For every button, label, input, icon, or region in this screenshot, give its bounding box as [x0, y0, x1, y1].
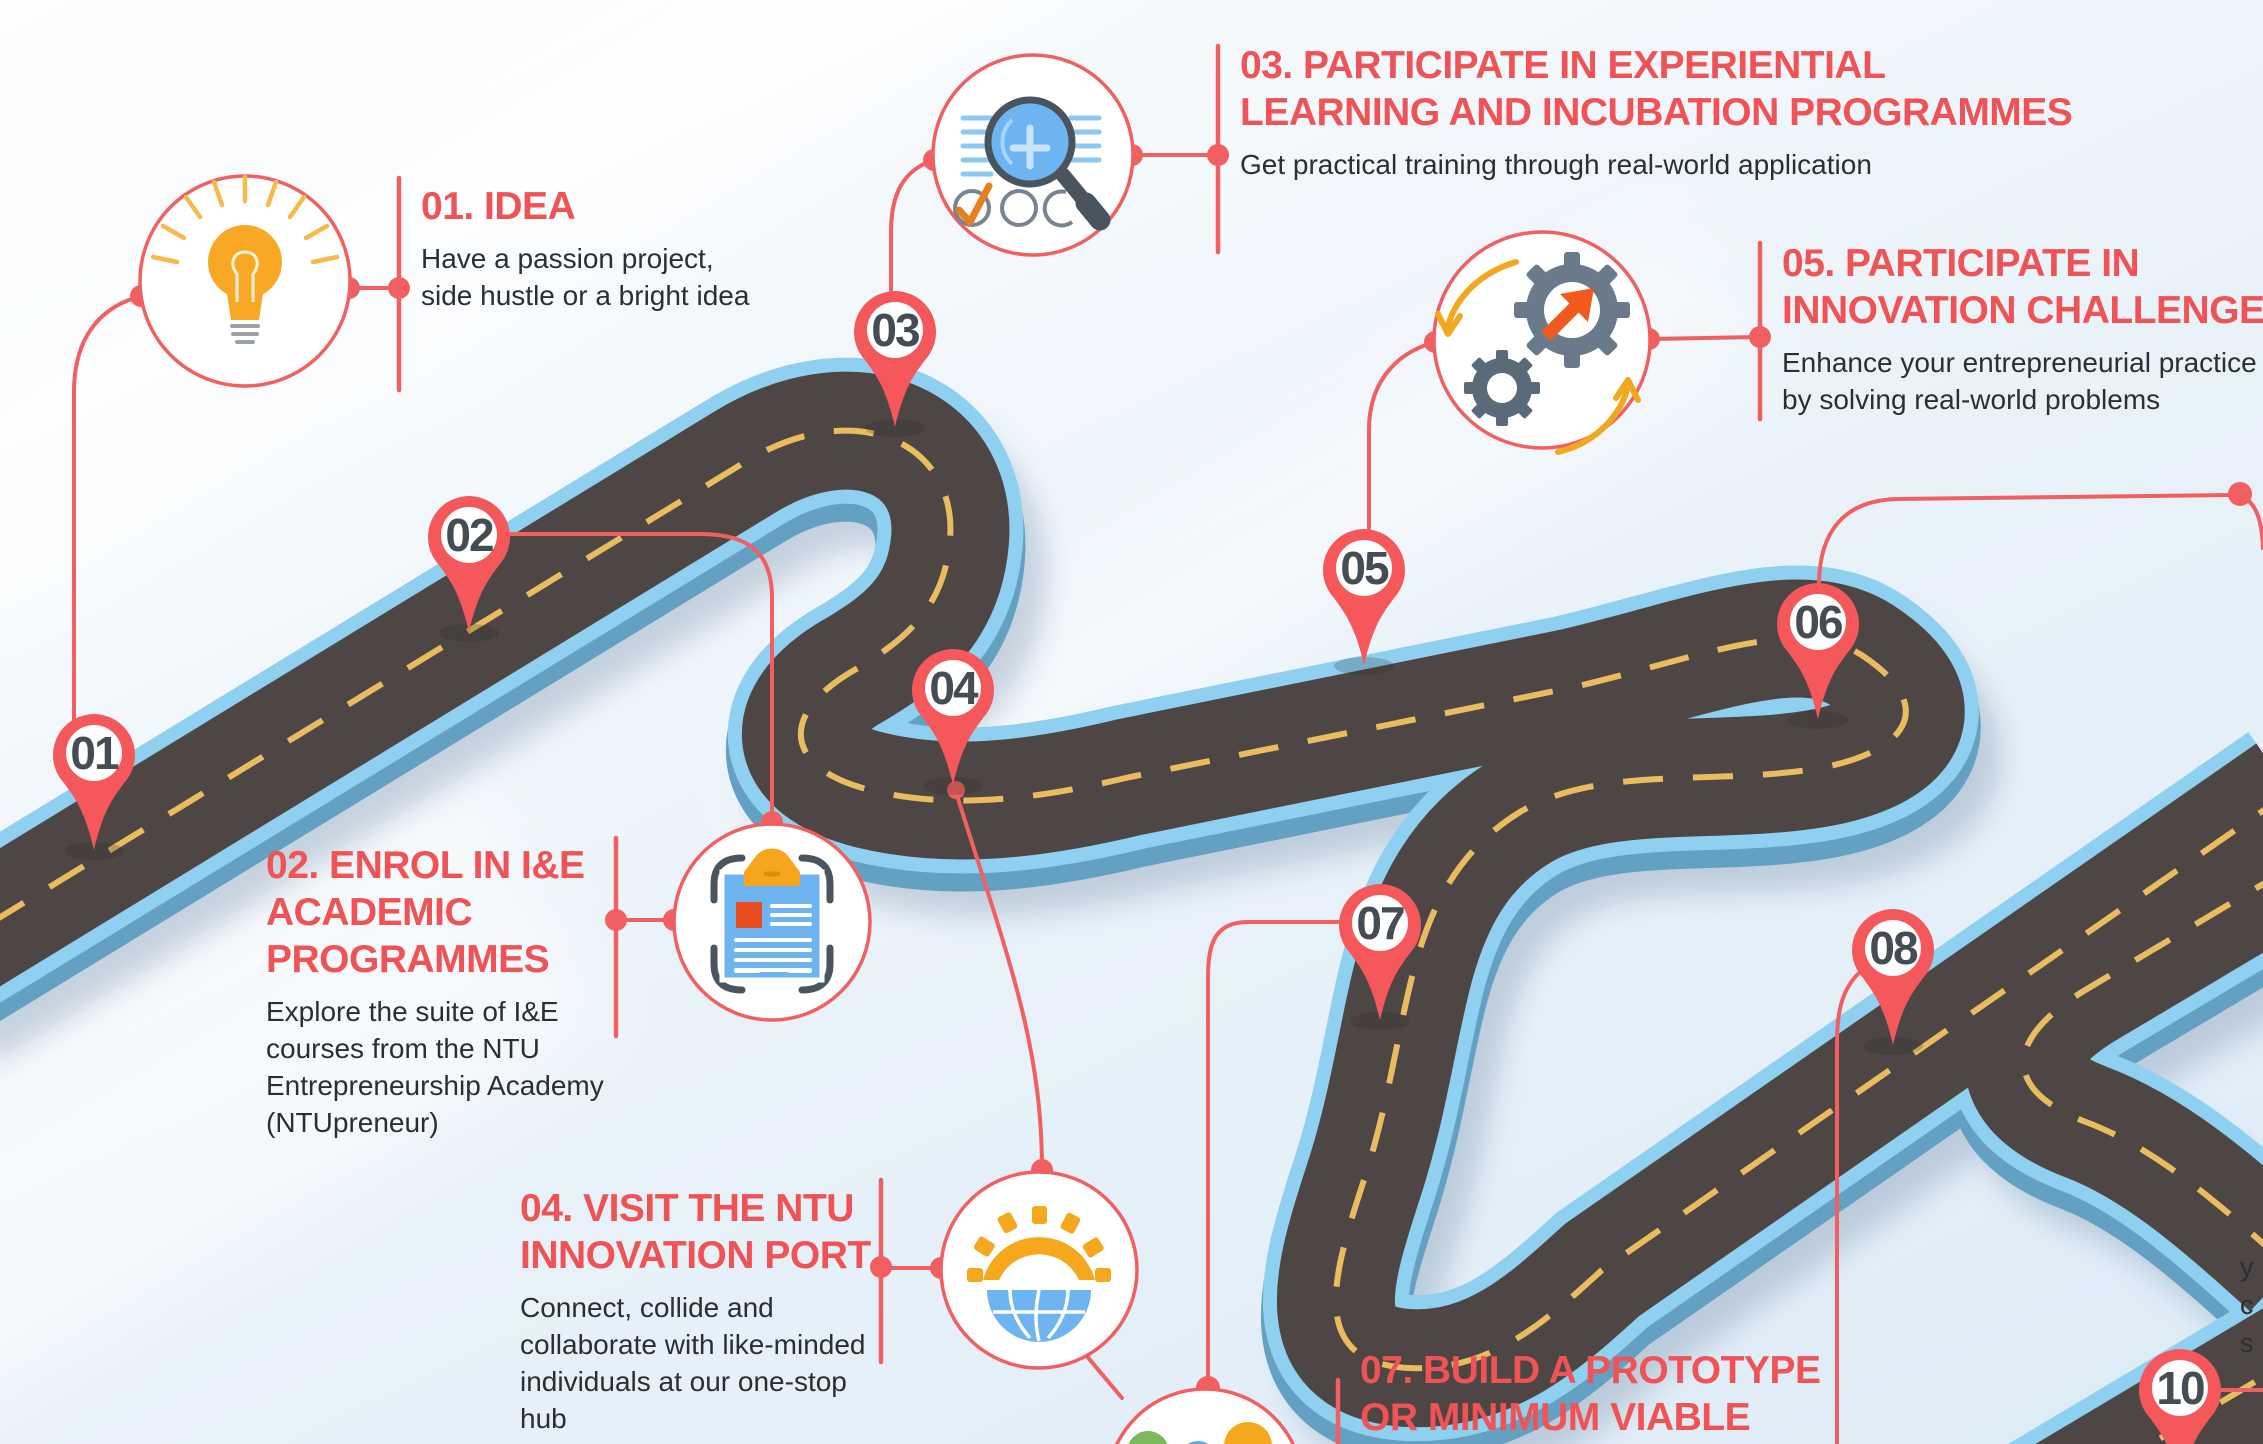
pin-01: 01 [53, 714, 136, 860]
milestone-title: ACADEMIC [266, 891, 473, 934]
connector-04 [954, 790, 1044, 1172]
pin-08: 08 [1852, 909, 1934, 1055]
connector-05-text [1647, 335, 1760, 341]
pin-label: 07 [1356, 897, 1404, 949]
milestone-desc: individuals at our one-stop [520, 1366, 847, 1397]
milestone-desc: hub [520, 1403, 567, 1434]
pin-label: 04 [929, 662, 979, 714]
pin-07: 07 [1339, 884, 1421, 1030]
connector-01 [72, 294, 143, 726]
milestone-desc: Connect, collide and [520, 1292, 774, 1323]
milestone-05-text: 05. PARTICIPATE IN INNOVATION CHALLENGES… [1782, 240, 2263, 418]
milestone-desc: side hustle or a bright idea [421, 280, 750, 311]
milestone-title: PROGRAMMES [266, 938, 550, 981]
milestone-01-text: 01. IDEA Have a passion project, side hu… [421, 183, 749, 314]
clipboard-icon [672, 822, 872, 1022]
milestone-title: 03. PARTICIPATE IN EXPERIENTIAL [1240, 44, 1886, 87]
globe-gear-icon [939, 1170, 1139, 1370]
pin-label: 02 [445, 509, 493, 561]
connector-05 [1367, 340, 1437, 530]
edge-text-fragment: y [2240, 1252, 2254, 1282]
edge-text-fragment: c [2240, 1290, 2254, 1320]
milestone-desc: by solving real-world problems [1782, 384, 2161, 415]
pin-label: 03 [871, 304, 919, 356]
milestone-desc: courses from the NTU [266, 1033, 540, 1064]
pin-label: 05 [1340, 542, 1389, 594]
magnifier-checklist-icon [931, 53, 1135, 257]
milestone-title: 05. PARTICIPATE IN [1782, 242, 2140, 285]
milestone-title: 02. ENROL IN I&E [266, 844, 585, 887]
milestone-title: 04. VISIT THE NTU [520, 1187, 854, 1230]
connector-07 [1206, 920, 1341, 1388]
connector-06 [1817, 493, 2232, 584]
pin-02: 02 [428, 496, 510, 642]
milestone-title: 01. IDEA [421, 185, 576, 228]
milestone-icons [138, 53, 1652, 1444]
milestone-07-text: 07. BUILD A PROTOTYPE OR MINIMUM VIABLE … [1360, 1347, 1821, 1444]
milestone-desc: collaborate with like-minded [520, 1329, 866, 1360]
pin-label: 08 [1869, 922, 1918, 974]
edge-text-fragment: s [2240, 1328, 2254, 1358]
gears-arrows-icon [1432, 230, 1652, 455]
road [0, 357, 2263, 1444]
pin-04: 04 [912, 649, 994, 795]
milestone-desc: (NTUpreneur) [266, 1107, 439, 1138]
people-icon [1115, 1387, 1295, 1444]
milestone-title: OR MINIMUM VIABLE [1360, 1396, 1751, 1439]
milestone-desc: Get practical training through real-worl… [1240, 149, 1872, 180]
milestone-title: INNOVATION PORT [520, 1234, 871, 1277]
pin-label: 06 [1794, 596, 1842, 648]
connector-02 [507, 532, 774, 824]
pin-label: 01 [70, 727, 119, 779]
milestone-title: INNOVATION CHALLENGES [1782, 289, 2263, 332]
pin-label: 10 [2156, 1362, 2204, 1414]
milestone-desc: Entrepreneurship Academy [266, 1070, 604, 1101]
map-pins: 01 02 03 04 [53, 291, 2221, 1444]
milestone-02-text: 02. ENROL IN I&E ACADEMIC PROGRAMMES Exp… [266, 842, 604, 1141]
pin-05: 05 [1323, 529, 1405, 675]
pin-10: 10 [2139, 1349, 2221, 1444]
connector-08 [1835, 972, 1860, 1444]
pin-03: 03 [854, 291, 936, 437]
milestone-desc: Explore the suite of I&E [266, 996, 559, 1027]
milestone-desc: Have a passion project, [421, 243, 714, 274]
milestone-title: LEARNING AND INCUBATION PROGRAMMES [1240, 91, 2073, 134]
pin-06: 06 [1777, 583, 1859, 729]
connector-03 [889, 158, 936, 292]
lightbulb-icon [138, 174, 352, 388]
milestone-desc: Enhance your entrepreneurial practice [1782, 347, 2257, 378]
milestone-04-text: 04. VISIT THE NTU INNOVATION PORT Connec… [520, 1185, 871, 1437]
milestone-title: 07. BUILD A PROTOTYPE [1360, 1349, 1821, 1392]
milestone-03-text: 03. PARTICIPATE IN EXPERIENTIAL LEARNING… [1240, 42, 2073, 183]
